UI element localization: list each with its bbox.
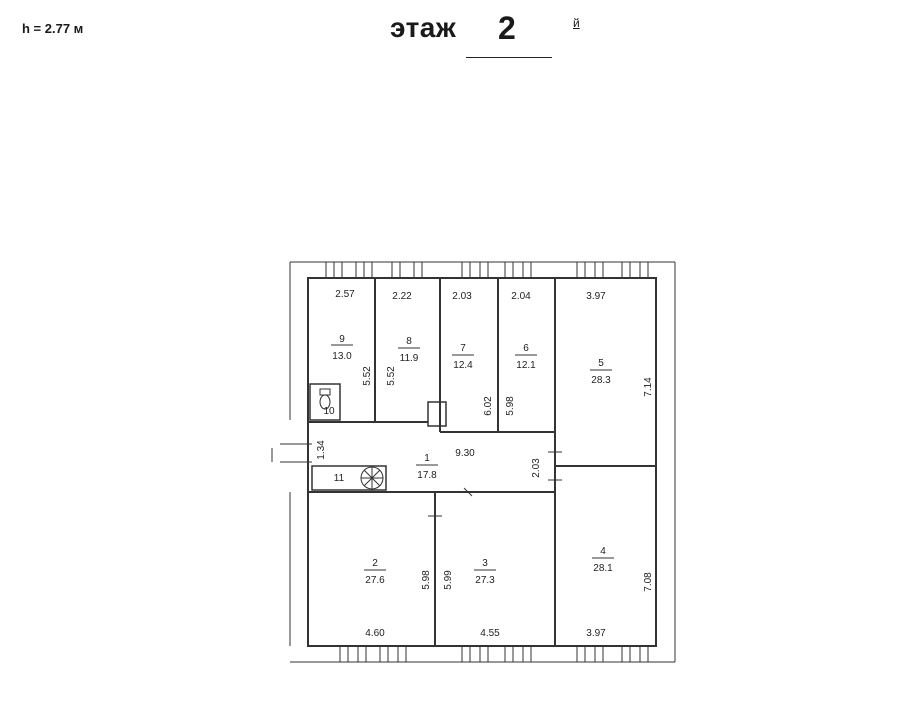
room10-outline: [309, 383, 341, 421]
spiral-stair: [360, 466, 384, 490]
room-1-area: 17.8: [417, 470, 437, 481]
dim-room6-width: 2.04: [511, 291, 531, 302]
room-5-area: 28.3: [591, 375, 611, 386]
window: [461, 261, 489, 279]
room-6-area: 12.1: [516, 360, 536, 371]
window: [621, 645, 649, 663]
room-7-area: 12.4: [453, 360, 473, 371]
window: [325, 261, 373, 279]
dim-room7-depth: 6.02: [483, 396, 494, 416]
walls: [289, 261, 676, 663]
dim-room3-depth: 5.99: [443, 570, 454, 590]
room-4-number: 4: [600, 546, 606, 557]
dim-corridor-width: 2.03: [531, 458, 542, 478]
dim-corridor-length: 9.30: [455, 448, 475, 459]
dim-room9-depth: 5.52: [362, 366, 373, 386]
floor-title-word: этаж: [390, 12, 457, 43]
outer-wall: [307, 277, 657, 647]
floor-title-underline: [466, 57, 552, 58]
room-8-area: 11.9: [400, 353, 419, 364]
window: [621, 261, 649, 279]
room-10-number: 10: [323, 406, 335, 417]
room-7-number: 7: [460, 343, 466, 354]
dim-entry-width: 1.34: [316, 440, 327, 460]
room-2-area: 27.6: [365, 575, 385, 586]
floor-number-suffix: й: [573, 16, 580, 30]
dim-room8-width: 2.22: [392, 291, 412, 302]
room-3-number: 3: [482, 558, 488, 569]
entrance: [271, 443, 312, 463]
dim-room5-depth: 7.14: [643, 377, 654, 397]
toilet-icon: [319, 388, 331, 410]
room-9-number: 9: [339, 334, 345, 345]
dim-room2-width: 4.60: [365, 628, 385, 639]
dim-room4-depth: 7.08: [643, 572, 654, 592]
room-3-area: 27.3: [475, 575, 495, 586]
ceiling-height-label: h = 2.77 м: [22, 21, 84, 36]
dim-room8-depth: 5.52: [386, 366, 397, 386]
window: [379, 645, 407, 663]
room-2-number: 2: [372, 558, 378, 569]
room-6-number: 6: [523, 343, 529, 354]
dim-room7-width: 2.03: [452, 291, 472, 302]
window: [504, 261, 532, 279]
window: [504, 645, 532, 663]
chimney-block: [427, 401, 447, 427]
dim-room4-width: 3.97: [586, 628, 606, 639]
window: [576, 645, 604, 663]
windows-bottom: [339, 645, 649, 663]
dim-room5-width: 3.97: [586, 291, 606, 302]
room-5-number: 5: [598, 358, 604, 369]
room11-outline: [311, 465, 387, 491]
floor-number: 2: [498, 10, 516, 46]
dimension-ticks: [428, 451, 562, 517]
dim-room2-depth: 5.98: [421, 570, 432, 590]
room-8-number: 8: [406, 336, 412, 347]
windows-top: [325, 261, 649, 279]
room-9-area: 13.0: [332, 351, 352, 362]
room-4-area: 28.1: [593, 563, 613, 574]
dim-room6-depth: 5.98: [505, 396, 516, 416]
fraction-lines: [331, 344, 614, 571]
dim-room3-width: 4.55: [480, 628, 500, 639]
dim-room9-width: 2.57: [335, 289, 355, 300]
room-1-number: 1: [424, 453, 430, 464]
window: [339, 645, 367, 663]
window: [576, 261, 604, 279]
window: [391, 261, 423, 279]
room-11-number: 11: [334, 473, 345, 484]
window: [461, 645, 489, 663]
